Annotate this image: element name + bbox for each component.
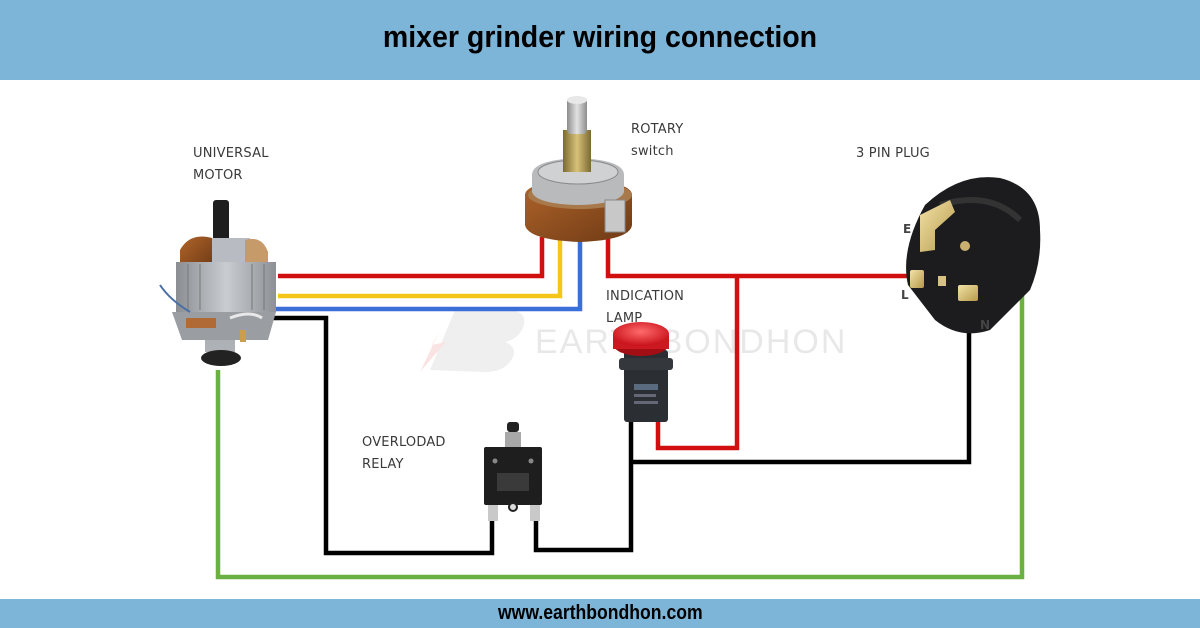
plug-label: 3 PIN PLUG xyxy=(856,143,930,165)
footer-banner: www.earthbondhon.com xyxy=(0,599,1200,628)
wire-motor-red xyxy=(278,237,545,279)
pin-label-neutral: N xyxy=(980,318,991,332)
relay-label-line2: RELAY xyxy=(362,457,404,472)
website-link[interactable]: www.earthbondhon.com xyxy=(497,602,703,624)
rotary-switch-image xyxy=(525,96,632,242)
wire-live-red xyxy=(605,237,912,279)
wire-lamp-red xyxy=(655,276,740,451)
relay-label-line1: OVERLODAD xyxy=(362,435,446,450)
wire-relay-neutral-black xyxy=(533,420,634,553)
pin-label-live: L xyxy=(901,288,909,302)
wire-motor-blue xyxy=(272,237,583,312)
lamp-label-line1: INDICATION xyxy=(606,289,685,304)
rotary-switch-label: ROTARY switch xyxy=(631,119,683,163)
motor-label: UNIVERSAL MOTOR xyxy=(193,143,269,187)
wire-motor-yellow xyxy=(278,237,563,299)
pin-label-earth: E xyxy=(903,222,912,236)
rotary-switch-label-line1: ROTARY xyxy=(631,122,684,137)
motor-label-line2: MOTOR xyxy=(193,168,243,183)
indication-lamp-image xyxy=(613,322,673,422)
rotary-switch-label-line2: switch xyxy=(631,144,674,159)
universal-motor-image xyxy=(159,200,276,366)
title-banner: mixer grinder wiring connection xyxy=(0,0,1200,80)
wire-motor-relay-black xyxy=(268,315,495,556)
motor-label-line1: UNIVERSAL xyxy=(193,146,269,161)
lamp-label-line2: LAMP xyxy=(606,311,643,326)
lamp-label: INDICATION LAMP xyxy=(606,286,684,330)
plug-label-text: 3 PIN PLUG xyxy=(856,146,930,161)
relay-label: OVERLODAD RELAY xyxy=(362,432,446,476)
overload-relay-image xyxy=(484,422,542,521)
diagram-title: mixer grinder wiring connection xyxy=(382,19,818,54)
three-pin-plug-image xyxy=(906,177,1041,334)
wire-neutral-black xyxy=(631,295,972,465)
